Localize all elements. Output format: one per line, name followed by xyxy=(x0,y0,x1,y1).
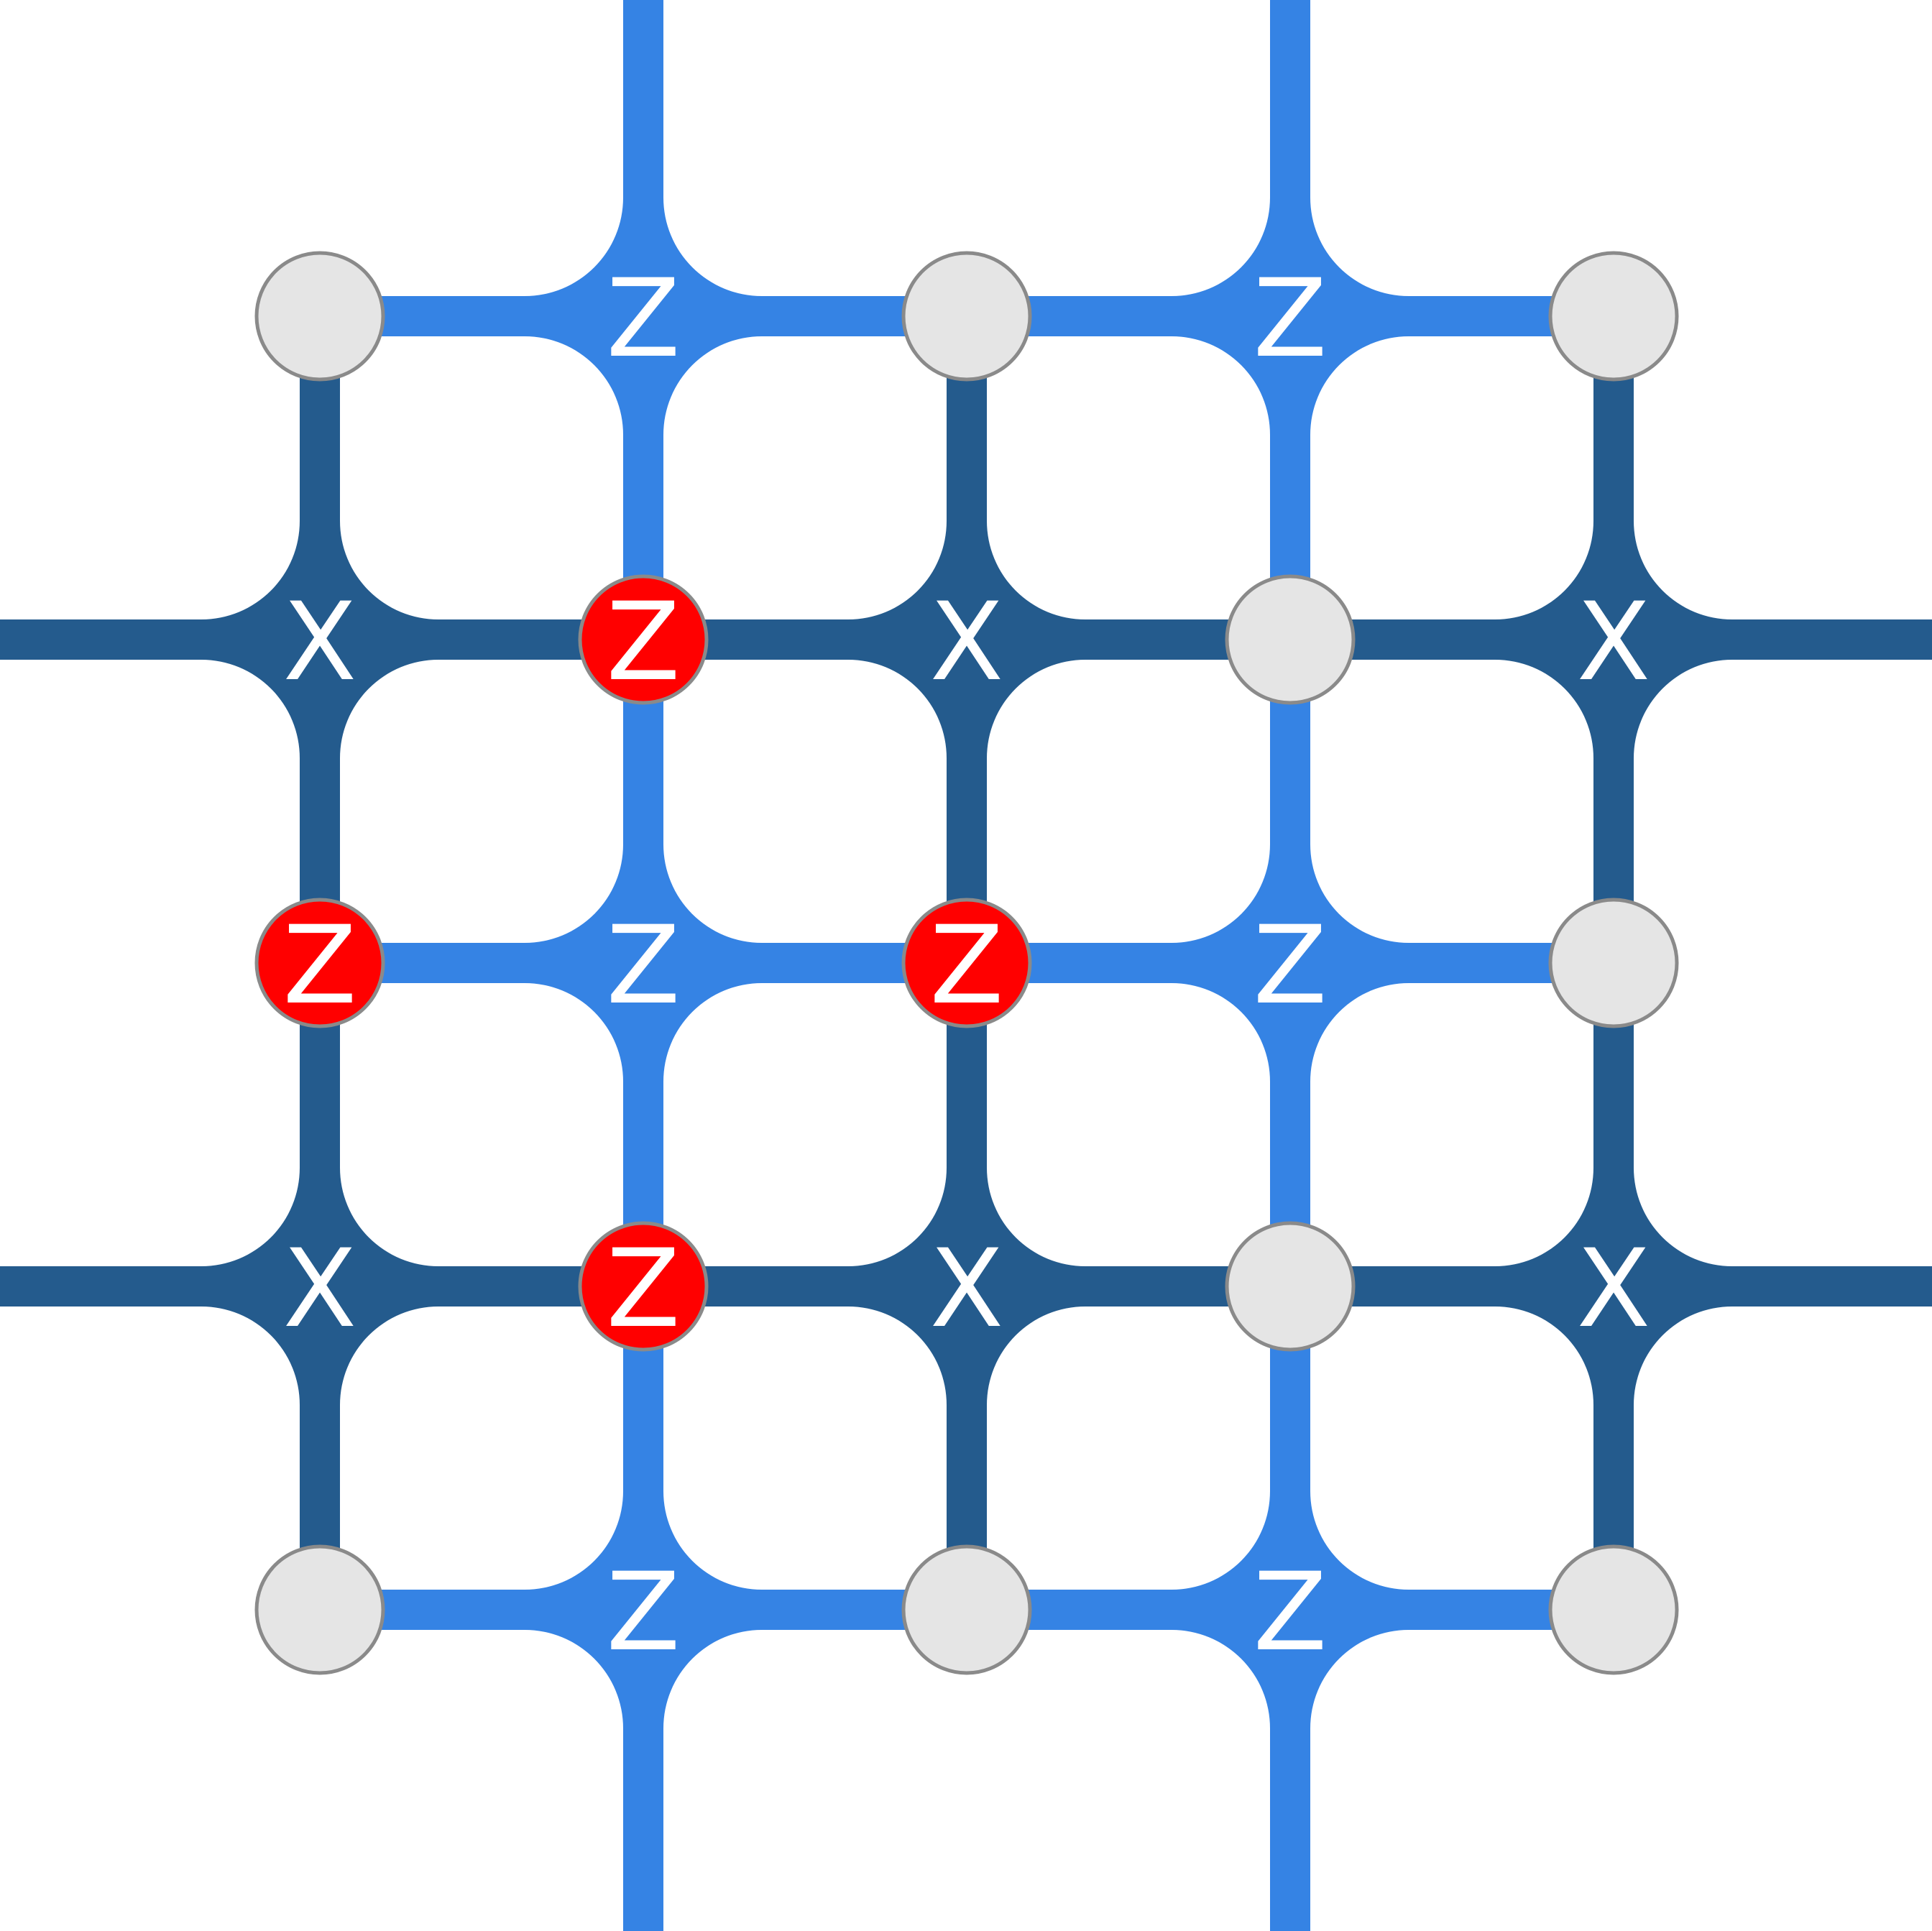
data-qubit xyxy=(901,251,1032,382)
stabilizer-x-upper-left xyxy=(201,521,438,758)
stabilizer-label: Z xyxy=(607,903,681,1028)
stabilizer-z-bottom-left xyxy=(525,1491,762,1728)
stabilizer-x-lower-right xyxy=(1495,1168,1732,1405)
data-qubit xyxy=(1548,1544,1679,1675)
stabilizer-z-top-right xyxy=(1172,198,1409,435)
stabilizer-label: X xyxy=(930,580,1004,705)
stabilizer-x-upper-mid xyxy=(848,521,1085,758)
stabilizer-label: X xyxy=(1577,1227,1651,1352)
stabilizer-label: Z xyxy=(607,1550,681,1675)
stabilizer-x-lower-left xyxy=(201,1168,438,1405)
stabilizer-label: X xyxy=(283,1227,357,1352)
data-qubit xyxy=(1225,574,1356,705)
stabilizer-label: Z xyxy=(1254,257,1328,382)
data-qubit xyxy=(1548,251,1679,382)
stabilizer-label: X xyxy=(1577,580,1651,705)
stabilizer-label: Z xyxy=(607,257,681,382)
error-qubit xyxy=(901,898,1032,1028)
qubit-nodes: Z Z Z Z xyxy=(254,251,1679,1675)
qubit-error-label: Z xyxy=(607,580,681,705)
error-qubit xyxy=(578,574,709,705)
stabilizer-label: X xyxy=(930,1227,1004,1352)
stabilizer-label: Z xyxy=(1254,1550,1328,1675)
stabilizer-nodes: Z Z X X X Z Z X X X Z Z xyxy=(201,198,1732,1728)
data-qubit xyxy=(901,1544,1032,1675)
qubit-error-label: Z xyxy=(283,903,357,1028)
stabilizer-x-lower-mid xyxy=(848,1168,1085,1405)
stabilizer-label: Z xyxy=(1254,903,1328,1028)
data-qubit xyxy=(1548,898,1679,1028)
qubit-error-label: Z xyxy=(607,1227,681,1352)
error-qubit xyxy=(578,1221,709,1352)
stabilizer-label: X xyxy=(283,580,357,705)
error-qubit xyxy=(254,898,385,1028)
stabilizer-z-top-left xyxy=(525,198,762,435)
stabilizer-z-bottom-right xyxy=(1172,1491,1409,1728)
qubit-error-label: Z xyxy=(930,903,1004,1028)
data-qubit xyxy=(254,1544,385,1675)
stabilizer-z-mid-right xyxy=(1172,844,1409,1082)
stabilizer-z-mid-left xyxy=(525,844,762,1082)
data-qubit xyxy=(254,251,385,382)
stabilizer-x-upper-right xyxy=(1495,521,1732,758)
data-qubit xyxy=(1225,1221,1356,1352)
